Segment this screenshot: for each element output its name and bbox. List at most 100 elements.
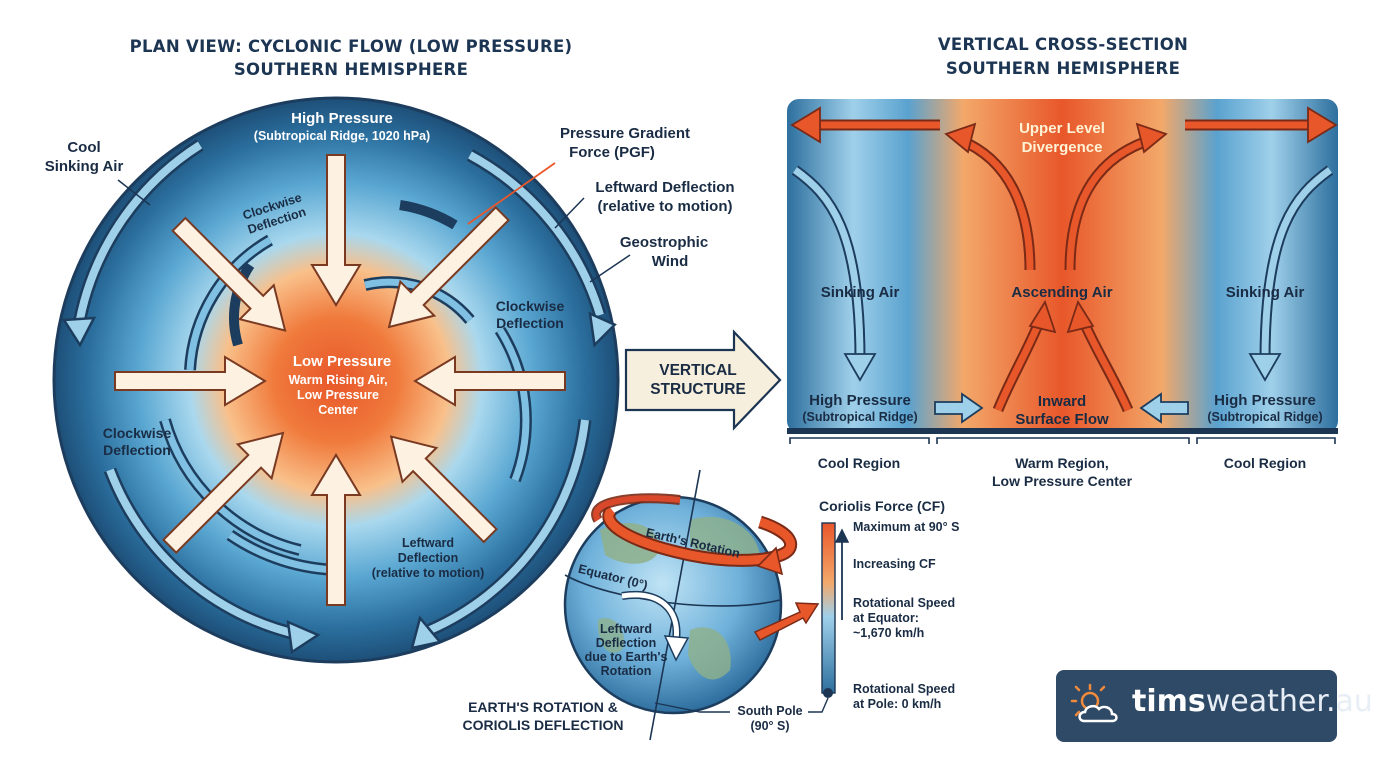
ascending-arrows	[994, 318, 1132, 412]
sinking-arrowheads	[843, 353, 1282, 382]
coriolis-pole-1: Rotational Speed	[853, 682, 955, 696]
sinking-arrows	[792, 167, 1333, 361]
pgf-arrow-w	[114, 355, 267, 407]
cool-label-1: Cool	[67, 139, 100, 156]
outer-arrowheads	[61, 311, 617, 655]
coriolis-gradient-bar	[821, 522, 836, 694]
cw-defl-b-2: Deflection	[496, 315, 564, 331]
low-sub-3: Center	[318, 403, 358, 417]
cool-region-right: Cool Region	[1224, 455, 1306, 471]
pgf-arrows	[114, 154, 566, 606]
globe-caption-1: EARTH'S ROTATION &	[468, 699, 618, 715]
coriolis-eq-1: Rotational Speed	[853, 596, 955, 610]
brand-wordmark: timsweather.au	[1132, 684, 1373, 719]
inner-flow-ring-fill	[161, 236, 530, 574]
ld-inner-3: (relative to motion)	[372, 566, 485, 580]
pole-marker-dot	[823, 688, 833, 698]
inward-arrows	[934, 392, 1189, 424]
pgf-arrow-se	[162, 431, 285, 554]
inward-label-2: Surface Flow	[1015, 411, 1109, 428]
pgf-arrow-s	[310, 453, 362, 606]
outer-flow-arrows-fill	[74, 141, 604, 639]
low-sub-2: Low Pressure	[297, 388, 379, 402]
coriolis-pole-2: at Pole: 0 km/h	[853, 697, 941, 711]
vertical-structure-arrow	[624, 329, 782, 431]
coriolis-eq-3: ~1,670 km/h	[853, 626, 924, 640]
coriolis-max: Maximum at 90° S	[853, 520, 959, 534]
cool-leader	[117, 179, 151, 206]
upper-arrows	[810, 121, 1318, 271]
pgf-arrow-nw	[387, 206, 510, 329]
leftward-label-2: (relative to motion)	[597, 198, 732, 215]
globe-defl-3: due to Earth's	[585, 650, 668, 664]
leftward-leader	[554, 197, 585, 229]
low-pressure-label: Low Pressure	[293, 353, 391, 370]
south-pole-leader-right	[808, 697, 829, 713]
leftward-label-1: Leftward Deflection	[595, 179, 734, 196]
globe-defl-1: Leftward	[600, 622, 652, 636]
globe-caption-2: CORIOLIS DEFLECTION	[463, 717, 624, 733]
high-pressure-label: High Pressure	[291, 110, 393, 127]
plan-title-line2: SOUTHERN HEMISPHERE	[234, 60, 468, 79]
cw-defl-c-2: Deflection	[103, 442, 171, 458]
ascending-arrowheads	[1028, 299, 1095, 334]
sun-cloud-icon	[1070, 683, 1118, 723]
pgf-leader	[467, 162, 556, 225]
globe-deflection-arrow	[621, 592, 679, 641]
cross-section-panel	[787, 99, 1338, 433]
geo-label-1: Geostrophic	[620, 234, 708, 251]
south-pole-2: (90° S)	[750, 719, 789, 733]
surface-line	[787, 428, 1338, 434]
south-pole-1: South Pole	[737, 704, 802, 718]
upper-label-2: Divergence	[1022, 139, 1103, 156]
earth-rotation-ribbon	[591, 493, 798, 576]
geo-leader	[589, 254, 631, 283]
brand-bold: tims	[1132, 684, 1206, 719]
pgf-label-1: Pressure Gradient	[560, 125, 690, 142]
coriolis-increasing: Increasing CF	[853, 557, 936, 571]
vertical-label-2: STRUCTURE	[650, 381, 746, 398]
high-left-label: High Pressure	[809, 392, 911, 409]
cw-defl-c-1: Clockwise	[103, 425, 172, 441]
brand-light: weather.au	[1205, 684, 1373, 719]
high-pressure-sub: (Subtropical Ridge, 1020 hPa)	[254, 129, 430, 143]
section-title-line2: SOUTHERN HEMISPHERE	[946, 59, 1180, 78]
globe-defl-4: Rotation	[601, 664, 652, 678]
deflection-arcs	[229, 200, 458, 347]
upper-arrowheads	[790, 106, 1338, 154]
warm-region-2: Low Pressure Center	[992, 473, 1133, 489]
high-right-sub: (Subtropical Ridge)	[1207, 410, 1322, 424]
pgf-arrow-ne	[389, 435, 498, 544]
pgf-label-2: Force (PGF)	[569, 144, 655, 161]
globe-deflection-arrowhead	[663, 635, 690, 662]
cw-defl-b-1: Clockwise	[496, 298, 565, 314]
ld-inner-1: Leftward	[402, 536, 454, 550]
sinking-right-label: Sinking Air	[1226, 284, 1305, 301]
sinking-left-label: Sinking Air	[821, 284, 900, 301]
high-right-label: High Pressure	[1214, 392, 1316, 409]
low-sub-1: Warm Rising Air,	[288, 373, 387, 387]
coriolis-title: Coriolis Force (CF)	[819, 498, 945, 514]
pgf-arrow-e	[413, 355, 566, 407]
section-title-line1: VERTICAL CROSS-SECTION	[938, 35, 1188, 54]
warm-region-1: Warm Region,	[1015, 455, 1109, 471]
upper-label-1: Upper Level	[1019, 120, 1105, 137]
south-pole-leader	[654, 702, 730, 713]
cool-label-2: Sinking Air	[45, 158, 124, 175]
high-left-sub: (Subtropical Ridge)	[802, 410, 917, 424]
inward-label-1: Inward	[1038, 393, 1086, 410]
cool-region-left: Cool Region	[818, 455, 900, 471]
ld-inner-2: Deflection	[398, 551, 458, 565]
pgf-arrow-sw	[171, 216, 287, 332]
globe-to-bar-arrow	[753, 602, 820, 641]
coriolis-eq-2: at Equator:	[853, 611, 919, 625]
pgf-arrow-n	[310, 154, 362, 307]
vertical-label-1: VERTICAL	[659, 362, 737, 379]
plan-title-line1: PLAN VIEW: CYCLONIC FLOW (LOW PRESSURE)	[130, 37, 573, 56]
region-brackets	[789, 437, 1336, 444]
ascending-label: Ascending Air	[1011, 284, 1112, 301]
geo-label-2: Wind	[652, 253, 689, 270]
globe-defl-2: Deflection	[596, 636, 656, 650]
brand-logo: timsweather.au	[1056, 670, 1373, 742]
